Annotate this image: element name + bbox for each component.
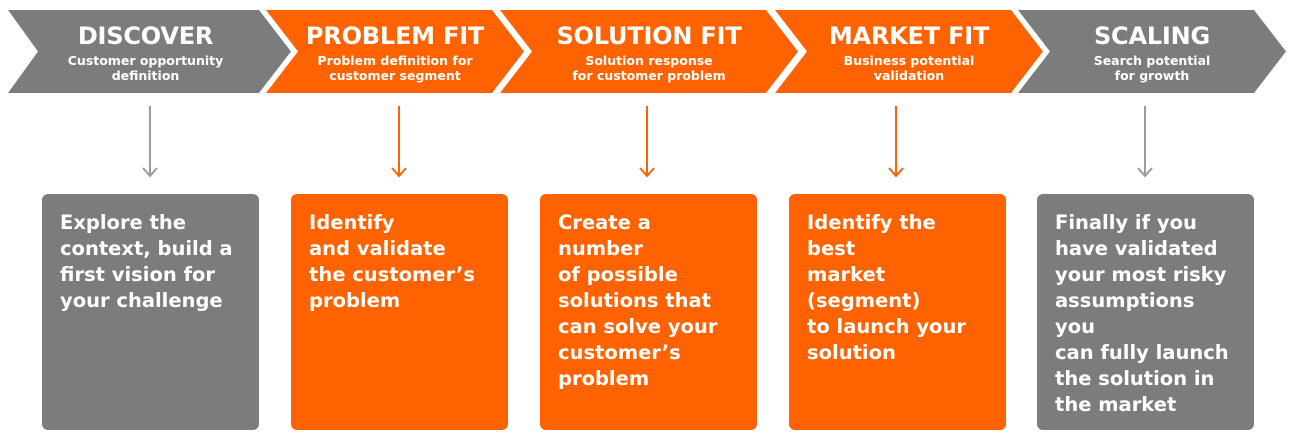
down-arrow-icon <box>888 106 904 178</box>
down-arrow-icon <box>639 106 655 178</box>
stage-card-scaling: Finally if you have validated your most … <box>1037 194 1254 430</box>
stage-subtitle: Solution response for customer problem <box>572 53 726 83</box>
stage-card-discover: Explore the context, build a first visio… <box>42 194 259 430</box>
stage-card-problem-fit: Identify and validate the customer’s pro… <box>291 194 508 430</box>
down-arrow-icon <box>1137 106 1153 178</box>
stage-chevron-discover: DISCOVER Customer opportunity definition <box>8 10 291 93</box>
stage-card-solution-fit: Create a number of possible solutions th… <box>540 194 757 430</box>
stage-title: DISCOVER <box>77 22 214 50</box>
stage-chevron-problem-fit: PROBLEM FIT Problem definition for custo… <box>266 10 524 93</box>
down-arrow-icon <box>391 106 407 178</box>
stage-chevron-solution-fit: SOLUTION FIT Solution response for custo… <box>500 10 798 93</box>
stage-title: SCALING <box>1093 22 1211 50</box>
down-arrow-icon <box>142 106 158 178</box>
stage-subtitle: Problem definition for customer segment <box>317 53 473 83</box>
stage-subtitle: Search potential for growth <box>1093 53 1211 83</box>
stage-chevron-scaling: SCALING Search potential for growth <box>1018 10 1286 93</box>
stage-card-market-fit: Identify the best market (segment) to la… <box>789 194 1006 430</box>
stage-title: PROBLEM FIT <box>305 22 485 50</box>
stage-subtitle: Business potential validation <box>843 53 975 83</box>
stage-title: MARKET FIT <box>828 22 990 50</box>
stage-chevron-market-fit: MARKET FIT Business potential validation <box>775 10 1043 93</box>
stage-subtitle: Customer opportunity definition <box>67 53 224 83</box>
stage-title: SOLUTION FIT <box>556 22 742 50</box>
